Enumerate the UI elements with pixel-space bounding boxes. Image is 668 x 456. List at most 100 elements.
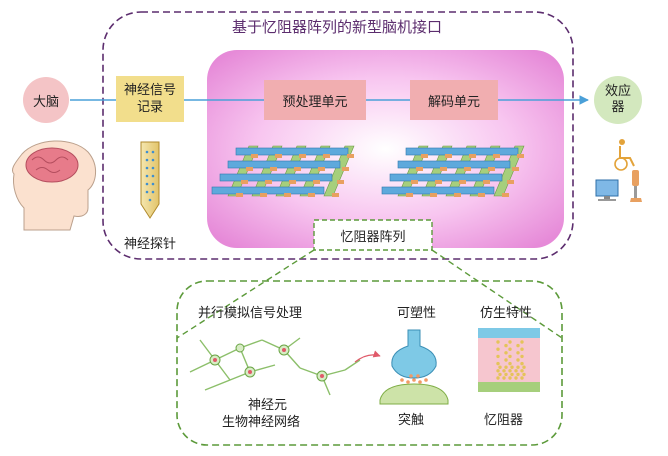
memristor-cell	[488, 167, 495, 171]
memristor-cell	[440, 167, 447, 171]
filament-dot	[516, 343, 520, 348]
filament-dot	[504, 358, 508, 362]
memristor-cell	[454, 193, 461, 197]
memristor-cell	[246, 167, 253, 171]
top-electrode	[397, 160, 511, 169]
memristor-cell	[313, 180, 320, 184]
filament-dot	[520, 347, 524, 351]
memristor-cell	[270, 167, 277, 171]
memristor-label: 忆阻器	[484, 413, 524, 428]
signal-record-line1: 神经信号	[123, 83, 176, 98]
parallel-processing-label: 并行模拟信号处理	[198, 306, 303, 321]
filament-dot	[496, 376, 500, 380]
filament-dot	[520, 340, 524, 344]
memristor-cell	[493, 154, 500, 158]
preprocess-label: 预处理单元	[264, 80, 366, 120]
crossbar-array-icon	[381, 145, 525, 197]
neuron-network-icon	[189, 337, 361, 396]
memristor-cell	[241, 180, 248, 184]
memristor-cell	[347, 154, 354, 158]
memristor-cell	[294, 167, 301, 171]
preprocess-text: 预处理单元	[282, 94, 348, 110]
filament-dot	[496, 354, 500, 359]
memristor-cell	[459, 180, 466, 184]
memristor-cell	[512, 167, 519, 171]
filament-dot	[498, 372, 502, 377]
memristor-cell	[265, 180, 272, 184]
network-label: 生物神经网络	[222, 415, 301, 430]
filament-dot	[502, 369, 506, 373]
top-electrode	[405, 147, 519, 156]
neuron-icon	[209, 343, 328, 382]
memristor-cell	[478, 193, 485, 197]
filament-dot	[508, 376, 512, 380]
filament-dot	[496, 369, 500, 373]
filament-dot	[508, 340, 512, 344]
synapse-icon	[379, 329, 449, 405]
bci-frame	[102, 11, 574, 260]
filament-dot	[516, 372, 520, 377]
filament-dot	[522, 365, 526, 369]
memristor-cell	[323, 154, 330, 158]
filament-dot	[508, 347, 512, 351]
brain-label: 大脑	[23, 89, 69, 111]
filament-dot	[514, 369, 518, 373]
neural-probe-icon	[140, 141, 160, 219]
filament-dot	[496, 347, 500, 351]
filament-dot	[520, 369, 524, 373]
zoom-line-right	[431, 249, 563, 339]
filament-dot	[516, 358, 520, 362]
memristor-cell	[483, 180, 490, 184]
decode-label: 解码单元	[410, 80, 498, 120]
page-title: 基于忆阻器阵列的新型脑机接口	[232, 18, 443, 36]
signal-arrow	[354, 350, 381, 363]
synapse-label: 突触	[398, 413, 425, 428]
bionic-label: 仿生特性	[480, 306, 533, 321]
signal-record-label: 神经信号 记录	[116, 76, 184, 122]
memristor-array-text: 忆阻器阵列	[340, 229, 406, 245]
effector-node	[594, 76, 642, 124]
filament-dot	[514, 376, 518, 380]
memristor-icon	[478, 328, 540, 392]
memristor-cell	[469, 154, 476, 158]
filament-dot	[508, 369, 512, 373]
memristor-cell	[342, 167, 349, 171]
memristor-cell	[284, 193, 291, 197]
prosthetic-leg-icon	[630, 170, 642, 202]
memristor-cell	[421, 154, 428, 158]
memristor-cell	[332, 193, 339, 197]
filament-dot	[508, 354, 512, 359]
filament-dot	[502, 376, 506, 380]
top-electrode	[227, 160, 341, 169]
wheelchair-icon	[614, 139, 635, 171]
memristor-cell	[445, 154, 452, 158]
filament-dot	[496, 340, 500, 344]
brain-head-icon	[11, 140, 96, 231]
filament-dot	[510, 372, 514, 377]
signal-record-box	[116, 76, 184, 122]
top-electrode	[389, 173, 503, 182]
memristor-cell	[289, 180, 296, 184]
crossbar-array-icon	[211, 145, 355, 197]
memristor-cell	[435, 180, 442, 184]
computer-icon	[595, 179, 619, 201]
top-electrode	[235, 147, 349, 156]
brain-text: 大脑	[32, 94, 59, 110]
memristor-cell	[251, 154, 258, 158]
memristor-array-label: 忆阻器阵列	[314, 220, 432, 250]
signal-record-line2: 记录	[136, 100, 163, 115]
memristor-cell	[299, 154, 306, 158]
filament-dot	[520, 361, 524, 366]
crossbar-array-group	[211, 145, 525, 197]
effector-label: 效应 器	[594, 80, 642, 120]
memristor-cell	[236, 193, 243, 197]
top-electrode	[219, 173, 333, 182]
decode-text: 解码单元	[427, 94, 480, 110]
filament-dot	[498, 365, 502, 369]
filament-dot	[504, 365, 508, 369]
brain-node	[23, 77, 69, 123]
probe-label: 神经探针	[124, 237, 177, 252]
memristor-cell	[416, 167, 423, 171]
